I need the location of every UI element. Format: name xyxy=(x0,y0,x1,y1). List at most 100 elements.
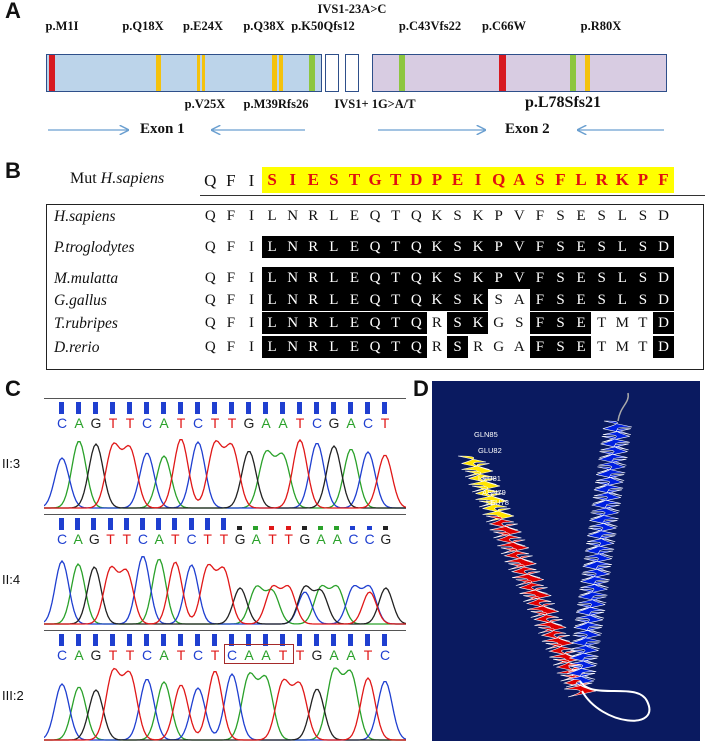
alignment-residue: L xyxy=(323,236,345,258)
helix-segment xyxy=(601,428,631,443)
alignment-residue: L xyxy=(261,336,283,358)
alignment-residue: S xyxy=(447,312,468,334)
mutation-stripe-q18x xyxy=(156,55,161,91)
alignment-residue: R xyxy=(303,205,324,227)
helix-segment xyxy=(587,527,617,542)
trace-line-T xyxy=(44,667,406,741)
alignment-residue: N xyxy=(282,205,303,227)
alignment-residue: N xyxy=(282,289,303,311)
alignment-residue: Q xyxy=(406,312,427,334)
alignment-residue: N xyxy=(282,336,303,358)
alignment-residue: T xyxy=(385,312,406,334)
quality-bar xyxy=(382,402,387,414)
alignment-residue: T xyxy=(385,205,406,227)
panel-d-label: D xyxy=(413,376,429,401)
alignment-residue: T xyxy=(385,289,406,311)
alignment-residue: L xyxy=(261,267,283,289)
mutation-label-bottom: p.V25X xyxy=(184,97,226,111)
quality-bar xyxy=(161,634,166,646)
mutation-stripe-k50qfs12 xyxy=(309,55,315,91)
alignment-residue: D xyxy=(653,289,674,311)
alignment-residue: P xyxy=(488,236,509,258)
base-call: G xyxy=(90,647,102,663)
alignment-residue: Q xyxy=(200,236,221,258)
alignment-residue: Q xyxy=(364,312,386,334)
alignment-residue: F xyxy=(529,205,551,227)
residue-label: GLN85 xyxy=(474,430,498,439)
quality-bar xyxy=(123,518,129,530)
helix-segment xyxy=(508,563,541,578)
base-call: A xyxy=(159,647,169,663)
mut-label-species: H.sapiens xyxy=(100,170,165,187)
alignment-residue: Q xyxy=(200,205,221,227)
trace-peaks xyxy=(44,667,406,741)
quality-bar xyxy=(280,634,285,646)
alignment-residue: F xyxy=(220,312,242,334)
alignment-residue: K xyxy=(467,205,489,227)
quality-bar xyxy=(382,526,388,530)
base-call: A xyxy=(154,531,164,547)
mut-residue-frameshift: S xyxy=(261,167,283,193)
alignment-residue: L xyxy=(323,289,345,311)
quality-bar xyxy=(297,402,302,414)
alignment-residue: S xyxy=(447,267,468,289)
trace-line-G xyxy=(44,442,406,509)
helix-segment xyxy=(485,515,518,531)
quality-bar xyxy=(348,634,353,646)
alignment-residue: S xyxy=(591,236,612,258)
helix-segment xyxy=(567,665,597,680)
helix-segment xyxy=(534,619,567,634)
mutation-stripe-m1i xyxy=(49,55,55,91)
quality-bar xyxy=(382,634,387,646)
alignment-residue: S xyxy=(550,312,571,334)
quality-bar xyxy=(144,634,149,646)
alignment-residue: L xyxy=(612,236,633,258)
alignment-residue: V xyxy=(509,267,530,289)
alignment-residue: T xyxy=(591,336,612,358)
base-call: A xyxy=(329,647,339,663)
quality-bar xyxy=(195,402,200,414)
helix-segment xyxy=(468,478,501,493)
mutation-stripe-q38x xyxy=(272,55,277,91)
trace-line-T xyxy=(44,438,406,509)
quality-bar xyxy=(253,526,259,530)
alignment-residue: Q xyxy=(364,289,386,311)
quality-bar xyxy=(212,402,217,414)
species-label: D.rerio xyxy=(54,339,100,356)
alignment-residue: E xyxy=(344,267,365,289)
helix-segment xyxy=(588,520,618,535)
alignment-residue: A xyxy=(509,289,530,311)
alignment-residue: S xyxy=(550,336,571,358)
base-call: A xyxy=(346,647,356,663)
helix-segment xyxy=(602,420,633,435)
quality-bar xyxy=(144,402,149,414)
trace-sample-label: II:3 xyxy=(2,456,21,471)
mutation-stripe-r80x xyxy=(585,55,590,91)
alignment-residue: R xyxy=(303,236,324,258)
quality-bar xyxy=(365,402,370,414)
helix-segment xyxy=(568,657,598,672)
base-call: A xyxy=(261,415,271,431)
alignment-residue: Q xyxy=(200,312,221,334)
alignment-residue: L xyxy=(261,236,283,258)
alignment-residue: N xyxy=(282,267,303,289)
panel-c-label: C xyxy=(5,376,21,401)
quality-bar xyxy=(75,518,81,530)
base-call: C xyxy=(226,647,238,663)
helix-segment xyxy=(580,573,610,588)
mut-residue-frameshift: D xyxy=(406,167,427,193)
base-call: T xyxy=(284,531,293,547)
helix-segment xyxy=(565,673,596,688)
mutation-label-top: p.E24X xyxy=(183,19,223,33)
alignment-residue: E xyxy=(570,205,592,227)
quality-bar xyxy=(269,526,275,530)
chromatogram-trace xyxy=(44,514,406,625)
quality-bar xyxy=(263,634,268,646)
alignment-residue: F xyxy=(220,336,242,358)
base-call: T xyxy=(176,647,186,663)
helix-segment xyxy=(590,504,620,520)
mutation-label-top: p.Q38X xyxy=(243,19,285,33)
alignment-residue: S xyxy=(447,236,468,258)
base-call: G xyxy=(88,531,100,547)
mutation-label-top: p.C43Vfs22 xyxy=(398,19,462,33)
